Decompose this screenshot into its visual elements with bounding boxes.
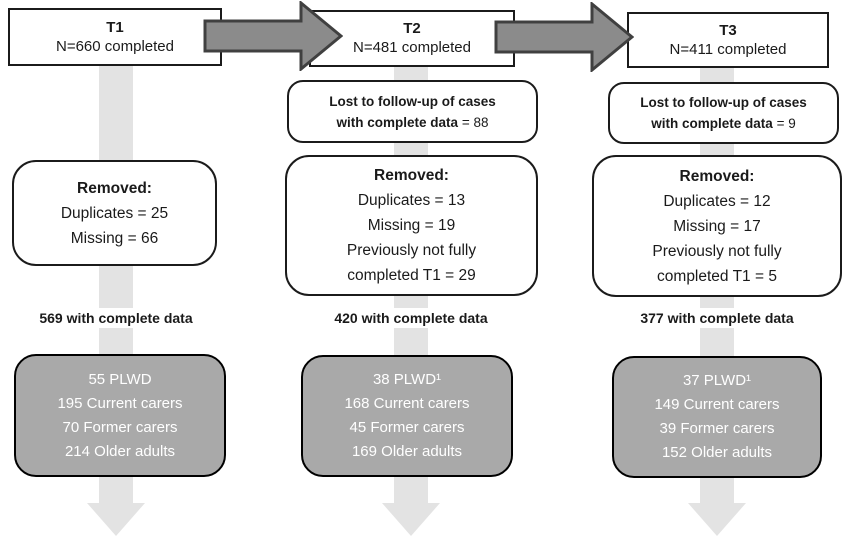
t1-removed-line: Duplicates = 25 xyxy=(60,204,169,222)
t1-header-box: T1 N=660 completed xyxy=(8,8,222,66)
t2-sample-line: 168 Current carers xyxy=(344,395,470,412)
t3-lost-line2: with complete data = 9 xyxy=(651,116,796,131)
t1-complete-data-label: 569 with complete data xyxy=(33,308,199,328)
t2-removed-line: Missing = 19 xyxy=(367,217,456,234)
t2-lost-line2: with complete data = 88 xyxy=(336,114,489,130)
t2-sample-box: 38 PLWD¹ 168 Current carers 45 Former ca… xyxy=(301,355,513,477)
t3-lost-box: Lost to follow-up of cases with complete… xyxy=(608,82,839,144)
t2-lost-box: Lost to follow-up of cases with complete… xyxy=(287,80,538,143)
t2-down-arrow-icon xyxy=(382,503,440,536)
t3-sample-line: 39 Former carers xyxy=(659,420,775,437)
t3-removed-line: Previously not fully xyxy=(652,242,782,260)
t3-sample-box: 37 PLWD¹ 149 Current carers 39 Former ca… xyxy=(612,356,822,478)
t2-to-t3-arrow-icon xyxy=(494,2,634,72)
t1-completed-count: N=660 completed xyxy=(56,37,174,55)
t1-sample-line: 70 Former carers xyxy=(62,418,178,436)
t3-sample-line: 37 PLWD¹ xyxy=(682,372,752,389)
t1-stage-label: T1 xyxy=(106,18,124,36)
t3-removed-line: completed T1 = 5 xyxy=(657,267,777,285)
t2-removed-line: Duplicates = 13 xyxy=(357,192,466,209)
t2-sample-line: 38 PLWD¹ xyxy=(372,371,442,388)
t3-sample-line: 149 Current carers xyxy=(654,396,780,413)
t2-removed-line: completed T1 = 29 xyxy=(347,267,476,284)
t1-sample-line: 214 Older adults xyxy=(64,442,176,460)
t2-removed-title: Removed: xyxy=(374,167,449,184)
t1-sample-line: 55 PLWD xyxy=(88,370,152,388)
t3-removed-title: Removed: xyxy=(679,167,755,185)
t1-to-t2-arrow-icon xyxy=(203,1,343,71)
t3-down-arrow-icon xyxy=(688,503,746,536)
t1-sample-box: 55 PLWD 195 Current carers 70 Former car… xyxy=(14,354,226,477)
t2-sample-line: 169 Older adults xyxy=(351,443,463,460)
t3-header-box: T3 N=411 completed xyxy=(627,12,829,68)
t2-removed-box: Removed: Duplicates = 13 Missing = 19 Pr… xyxy=(285,155,538,296)
t3-removed-line: Missing = 17 xyxy=(673,217,761,235)
t3-stage-label: T3 xyxy=(719,21,737,39)
t2-completed-count: N=481 completed xyxy=(353,39,471,56)
t3-completed-count: N=411 completed xyxy=(669,40,787,58)
t3-lost-line1: Lost to follow-up of cases xyxy=(640,95,807,110)
t1-removed-line: Missing = 66 xyxy=(70,229,159,247)
t1-removed-box: Removed: Duplicates = 25 Missing = 66 xyxy=(12,160,217,266)
t2-sample-line: 45 Former carers xyxy=(349,419,465,436)
t2-lost-line1: Lost to follow-up of cases xyxy=(329,93,496,109)
t2-complete-data-label: 420 with complete data xyxy=(328,308,494,328)
t2-stage-label: T2 xyxy=(403,20,421,37)
t1-down-arrow-icon xyxy=(87,503,145,536)
t3-removed-box: Removed: Duplicates = 12 Missing = 17 Pr… xyxy=(592,155,842,297)
t3-sample-line: 152 Older adults xyxy=(661,444,773,461)
t3-complete-data-label: 377 with complete data xyxy=(634,308,800,328)
t3-removed-line: Duplicates = 12 xyxy=(663,192,771,210)
t2-removed-line: Previously not fully xyxy=(346,242,477,259)
t1-removed-title: Removed: xyxy=(77,179,152,197)
t1-sample-line: 195 Current carers xyxy=(57,394,183,412)
